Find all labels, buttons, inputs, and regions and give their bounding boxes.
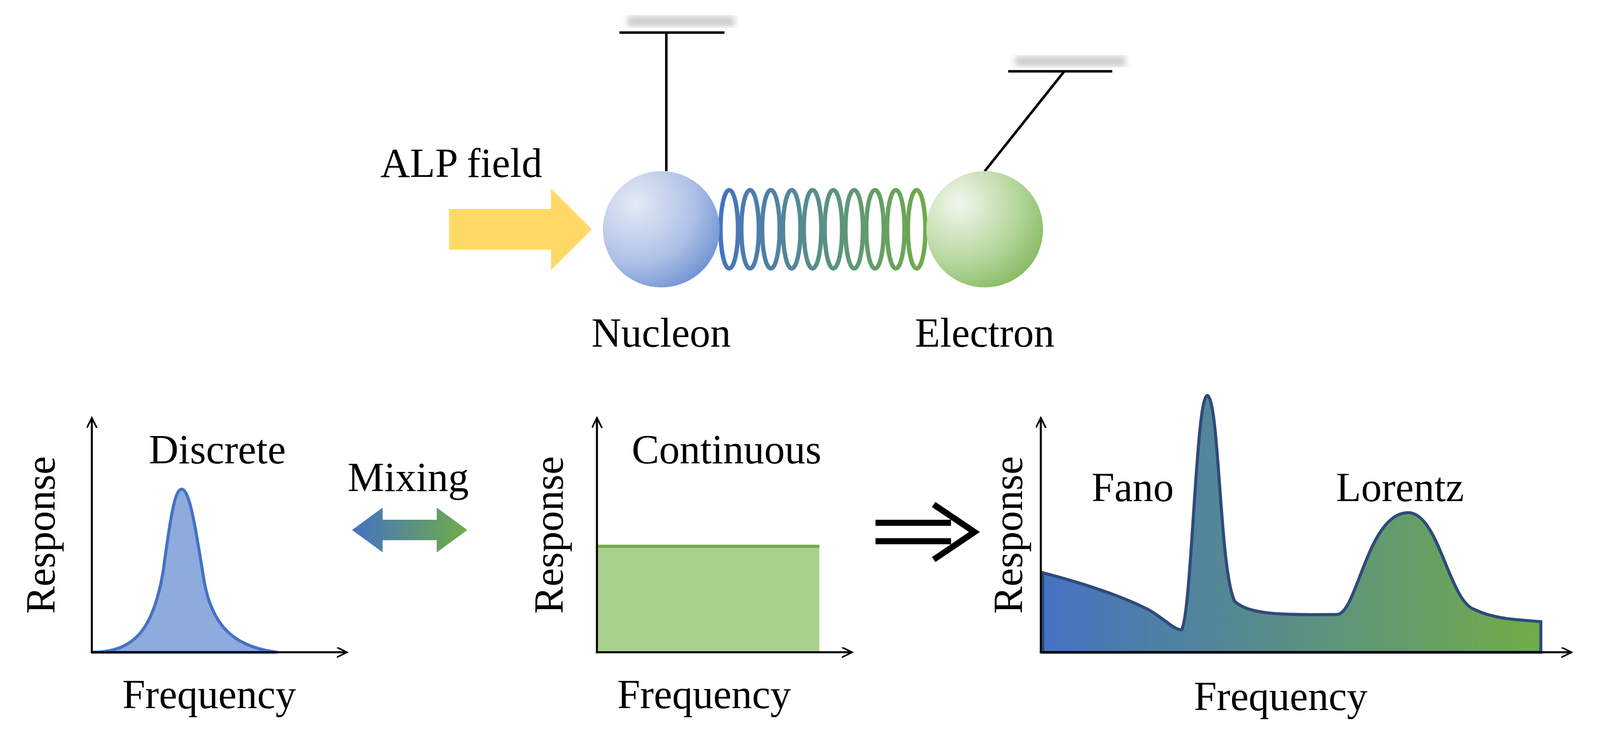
particle-name: Electron	[914, 312, 1055, 354]
y-axis	[90, 418, 93, 654]
particle-name: Nucleon	[591, 312, 731, 354]
text-label: Discrete	[148, 429, 287, 471]
continuum-fill	[597, 546, 820, 653]
particle-circle: Nucleon	[602, 171, 720, 288]
y-axis	[595, 418, 598, 654]
x-axis	[595, 651, 852, 654]
text-label: Frequency	[1193, 676, 1368, 718]
text-label: Response	[20, 456, 62, 615]
text-label: Response	[987, 456, 1029, 615]
support-shadow	[627, 16, 735, 27]
x-axis	[90, 651, 347, 654]
mixing-arrow	[352, 507, 468, 553]
y-axis	[1039, 418, 1042, 654]
text-label: Frequency	[122, 674, 297, 716]
support-bar	[619, 31, 725, 34]
pendulum-string	[665, 32, 668, 172]
particle-circle: Electron	[926, 171, 1043, 288]
text-label: ALP field	[380, 142, 543, 184]
discrete-peak	[91, 489, 278, 653]
text-label: Mixing	[347, 456, 469, 499]
x-axis	[1039, 651, 1572, 654]
implies-symbol	[875, 504, 975, 560]
continuum-line	[597, 544, 820, 548]
alp-arrow	[448, 188, 592, 271]
support-bar	[1008, 70, 1113, 73]
text-label: Continuous	[631, 429, 822, 471]
text-label: Lorentz	[1335, 466, 1464, 509]
text-label: Frequency	[617, 674, 791, 716]
text-label: Fano	[1091, 466, 1174, 509]
support-shadow	[1015, 55, 1126, 67]
combined-spectrum	[1043, 395, 1542, 653]
spring-connector	[720, 190, 926, 269]
text-label: Response	[528, 456, 570, 615]
pendulum-string	[984, 71, 1065, 172]
